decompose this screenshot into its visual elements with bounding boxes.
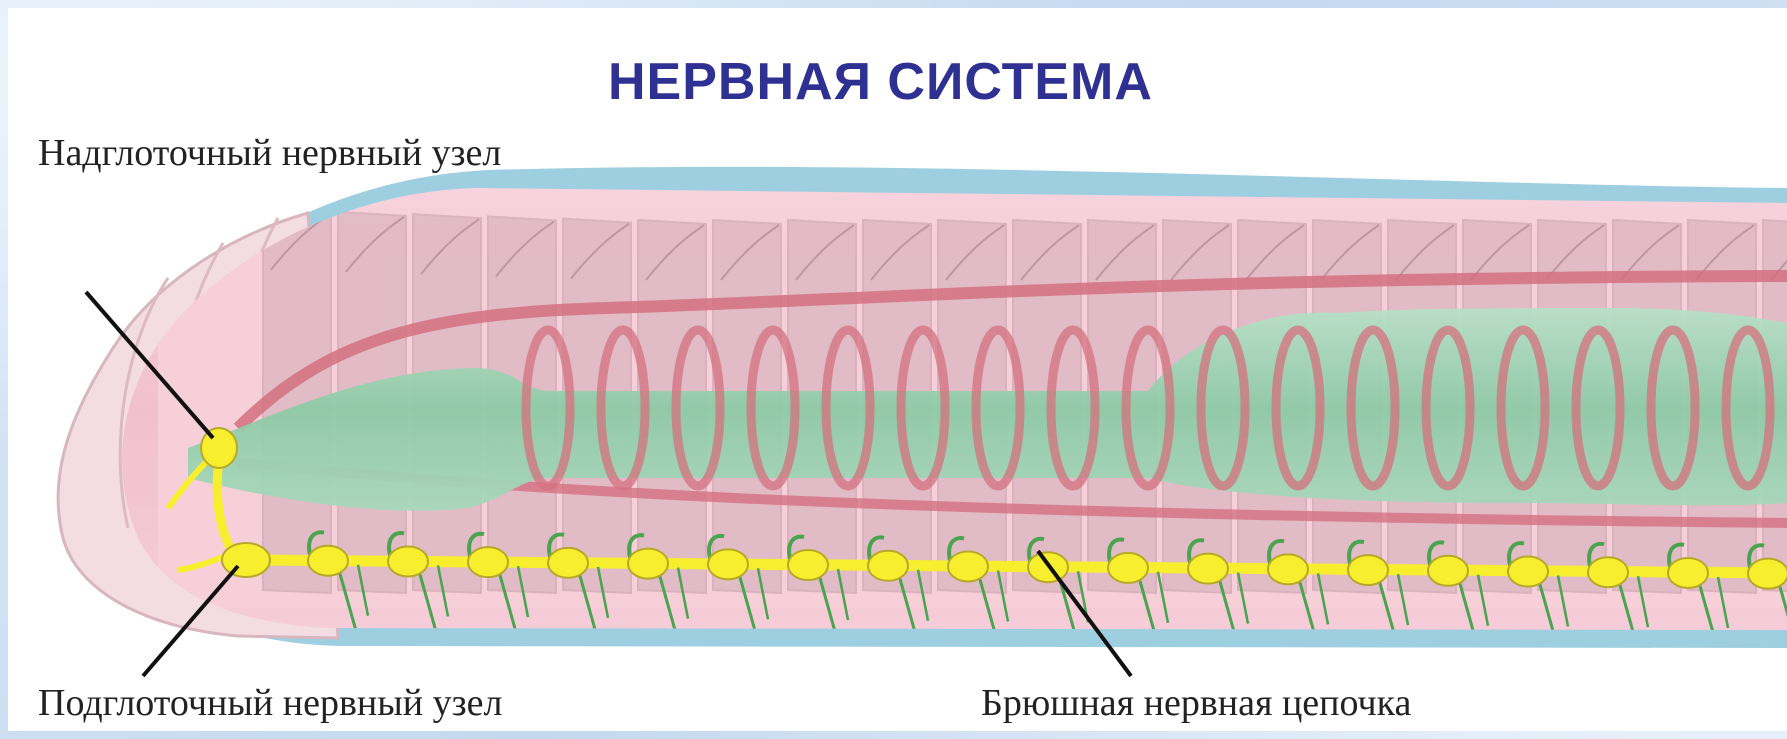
nerve-ganglion — [1268, 554, 1308, 584]
nerve-ganglion — [788, 550, 828, 580]
nerve-ganglion — [388, 546, 428, 576]
nerve-ganglion — [948, 551, 988, 581]
label-ventral-nerve-chain: Брюшная нервная цепочка — [981, 684, 1411, 722]
nerve-ganglion — [1588, 557, 1628, 587]
nerve-ganglion — [1748, 559, 1787, 589]
diagram-panel: НЕРВНАЯ СИСТЕМА Надглоточный нервный узе… — [8, 8, 1787, 731]
slide-title: НЕРВНАЯ СИСТЕМА — [608, 52, 1408, 112]
nerve-ganglion — [1348, 555, 1388, 585]
nerve-ganglion — [628, 549, 668, 579]
nerve-ganglion — [1668, 558, 1708, 588]
nerve-ganglion — [1108, 553, 1148, 583]
label-supraesophageal-ganglion: Надглоточный нервный узел — [38, 134, 338, 172]
supraesophageal-ganglion — [201, 428, 237, 468]
nerve-ganglion — [548, 548, 588, 578]
nerve-ganglion — [1428, 556, 1468, 586]
nerve-ganglion — [468, 547, 508, 577]
nerve-ganglion — [308, 546, 348, 576]
nerve-ganglion — [1188, 554, 1228, 584]
earthworm-diagram — [8, 8, 1787, 731]
subesophageal-ganglion — [222, 543, 270, 577]
nerve-ganglion — [1508, 557, 1548, 587]
nerve-ganglion — [708, 549, 748, 579]
label-subesophageal-ganglion: Подглоточный нервный узел — [38, 684, 502, 722]
nerve-ganglion — [868, 551, 908, 581]
